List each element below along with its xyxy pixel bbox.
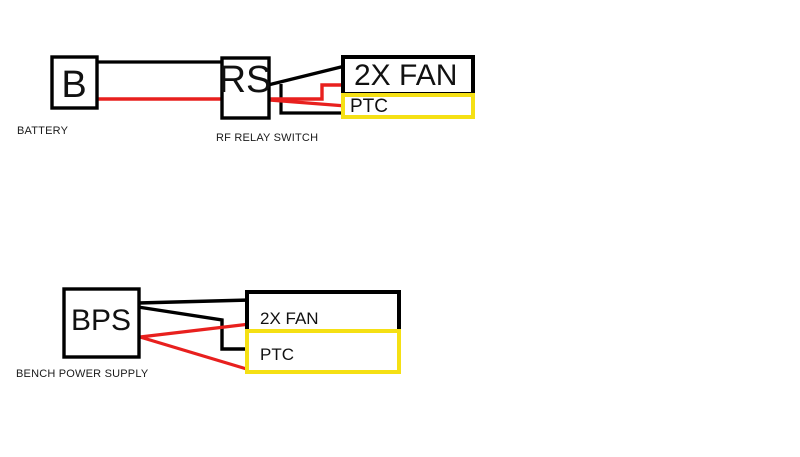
box-ptc-top-label: PTC bbox=[350, 96, 388, 117]
box-bench-power-supply-label: BPS bbox=[71, 304, 131, 337]
box-bench-power-supply[interactable] bbox=[62, 287, 141, 359]
wire-relay-to-ptc-positive bbox=[268, 98, 347, 108]
wire-relay-to-fan-positive bbox=[269, 83, 346, 101]
diagram-bench-setup: BPS BENCH POWER SUPPLY 2X FAN PTC bbox=[16, 287, 401, 380]
box-ptc-bottom[interactable] bbox=[245, 329, 401, 374]
box-fan-top-label: 2X FAN bbox=[354, 59, 457, 92]
caption-battery: BATTERY bbox=[17, 125, 69, 137]
wire-bps-to-fan-positive bbox=[139, 322, 251, 339]
box-fan-bottom-label: 2X FAN bbox=[260, 309, 319, 328]
box-ptc-bottom-label: PTC bbox=[260, 345, 294, 364]
wire-bps-to-ptc-positive bbox=[139, 335, 251, 372]
box-fan-top[interactable] bbox=[341, 55, 475, 96]
wire-bps-to-fan-negative bbox=[137, 298, 251, 305]
box-battery-label: B bbox=[61, 64, 86, 106]
caption-bench-power-supply: BENCH POWER SUPPLY bbox=[16, 368, 149, 380]
box-relay-switch-label: RS bbox=[219, 59, 272, 101]
wire-relay-to-ptc-negative bbox=[279, 84, 345, 115]
caption-relay-switch: RF RELAY SWITCH bbox=[216, 132, 318, 144]
wire-relay-to-fan-negative bbox=[267, 64, 346, 87]
box-relay-switch[interactable] bbox=[220, 56, 271, 120]
diagram-relay-setup: B BATTERY RS RF RELAY SWITCH 2X FAN PTC bbox=[17, 55, 475, 144]
box-battery[interactable] bbox=[50, 55, 99, 110]
box-ptc-top[interactable] bbox=[341, 93, 475, 119]
wire-bps-to-ptc-negative bbox=[137, 305, 250, 351]
